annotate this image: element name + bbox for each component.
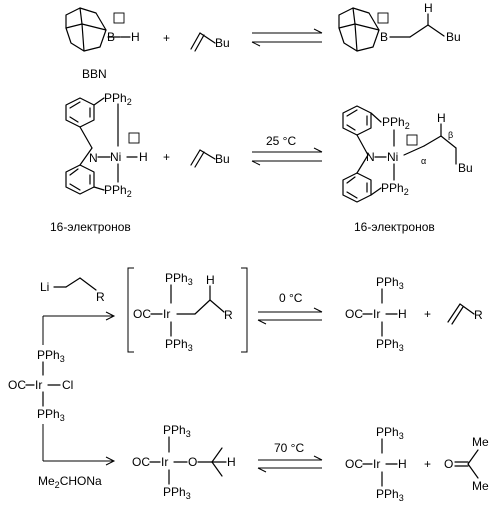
iridium-atom: Ir: [35, 378, 42, 392]
co-ligand: OC: [133, 307, 151, 321]
lithium-atom: Li: [40, 280, 49, 294]
hydride-atom: H: [398, 307, 407, 321]
branch-arrow-top: [42, 311, 116, 345]
hydrogen-atom: H: [206, 273, 215, 287]
oxygen-atom: O: [444, 457, 453, 471]
ir-alkoxo-complex: PPh3 OC Ir O H PPh3: [132, 423, 236, 501]
hydrogen-atom: H: [424, 1, 433, 15]
pph3-bottom: PPh3: [37, 407, 65, 423]
methyl-bottom: Me: [472, 479, 489, 493]
butyl-label: Bu: [458, 161, 473, 175]
vacant-orbital-box: [128, 132, 140, 144]
iridium-atom: Ir: [163, 307, 170, 321]
iridium-atom: Ir: [373, 307, 380, 321]
isopropoxide-reagent: Me2CHONa: [38, 474, 102, 490]
vaska-complex: PPh3 OC Ir Cl PPh3: [8, 348, 73, 423]
condition-25c: 25 °C: [266, 134, 296, 148]
plus-sign: +: [424, 307, 431, 321]
alpha-label: α: [421, 156, 426, 166]
r-group: R: [474, 308, 483, 322]
pph3-bottom: PPh3: [163, 485, 191, 501]
r-group: R: [224, 308, 233, 322]
pph3-top: PPh3: [376, 425, 404, 441]
boron-atom: B: [380, 30, 388, 44]
acetone-product: O Me Me: [444, 435, 489, 493]
butyl-label: Bu: [215, 152, 230, 166]
boron-atom: B: [107, 30, 115, 44]
hydride-atom: H: [398, 457, 407, 471]
caption-16-electrons-left: 16-электронов: [50, 220, 131, 234]
pph3-bottom: PPh3: [165, 337, 193, 353]
co-ligand: OC: [8, 378, 26, 392]
nickel-atom: Ni: [110, 150, 121, 164]
hexene-reagent: Bu: [190, 149, 230, 168]
plus-sign: +: [163, 31, 170, 45]
ir-hydride-complex-2: PPh3 OC Ir H PPh3: [345, 425, 407, 503]
nickel-atom: Ni: [387, 150, 398, 164]
pph3-top: PPh3: [37, 348, 65, 364]
equilibrium-arrow-4: 70 °C: [257, 441, 323, 473]
pph2-bottom: PPh2: [104, 183, 132, 199]
plus-sign: +: [424, 457, 431, 471]
ir-hydride-complex: PPh3 OC Ir H PPh3: [345, 275, 407, 353]
condition-0c: 0 °C: [279, 291, 303, 305]
hydrogen-atom: H: [227, 455, 236, 469]
pph3-top: PPh3: [376, 275, 404, 291]
butyl-label: Bu: [446, 30, 461, 44]
co-ligand: OC: [132, 455, 150, 469]
nitrogen-atom: N: [89, 151, 98, 165]
co-ligand: OC: [345, 307, 363, 321]
alkyllithium-reagent: Li R: [40, 277, 105, 304]
hydride-atom: H: [131, 30, 140, 44]
vacant-orbital-box: [377, 12, 389, 24]
pph2-bottom: PPh2: [381, 181, 409, 197]
ni-hydride-complex: PPh2 N PPh2 Ni H 16-электронов: [50, 91, 148, 234]
ni-alkyl-product: PPh2 N PPh2 Ni α H β Bu 16-электронов: [342, 105, 473, 234]
iridium-atom: Ir: [373, 457, 380, 471]
condition-70c: 70 °C: [274, 441, 304, 455]
hydrogen-atom: H: [437, 111, 446, 125]
iridium-atom: Ir: [161, 455, 168, 469]
pph3-bottom: PPh3: [376, 487, 404, 503]
pph3-bottom: PPh3: [376, 337, 404, 353]
pph3-top: PPh3: [163, 423, 191, 439]
pph2-top: PPh2: [382, 115, 410, 131]
hexene-reagent: Bu: [190, 32, 230, 52]
beta-label: β: [448, 130, 453, 140]
equilibrium-arrow-1: [251, 28, 323, 47]
methyl-top: Me: [472, 435, 489, 449]
butyl-label: Bu: [215, 36, 230, 50]
equilibrium-arrow-2: 25 °C: [251, 134, 323, 166]
r-group: R: [96, 290, 105, 304]
chloride-ligand: Cl: [62, 378, 73, 392]
vacant-orbital-box: [406, 134, 418, 146]
ir-alkyl-complex: PPh3 OC Ir H R PPh3: [127, 267, 248, 353]
hydride-atom: H: [139, 150, 148, 164]
bbn-reagent: B H BBN: [65, 7, 140, 81]
vacant-orbital-box: [113, 12, 125, 24]
branch-arrow-bottom: Me2CHONa: [38, 424, 116, 490]
caption-16-electrons-right: 16-электронов: [354, 220, 435, 234]
oxygen-atom: O: [188, 455, 197, 469]
plus-sign: +: [163, 150, 170, 164]
equilibrium-arrow-3: 0 °C: [257, 291, 323, 325]
alkylborane-product: B H Bu: [338, 1, 461, 52]
pph3-top: PPh3: [165, 271, 193, 287]
pph2-top: PPh2: [104, 91, 132, 107]
bbn-label: BBN: [82, 67, 107, 81]
co-ligand: OC: [345, 457, 363, 471]
nitrogen-atom: N: [366, 150, 375, 164]
alkene-product: R: [447, 303, 483, 325]
